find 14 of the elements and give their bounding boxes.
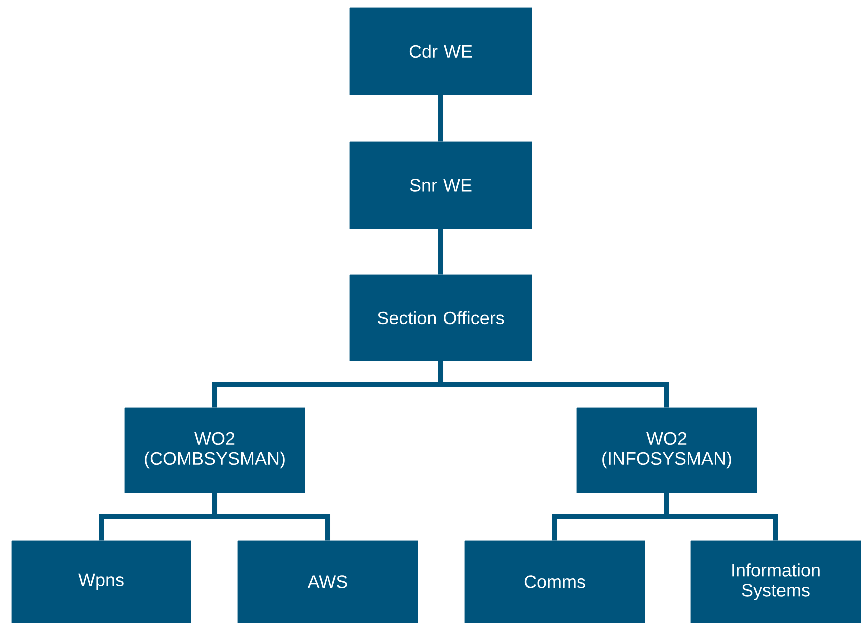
connector-line <box>664 493 778 541</box>
connector-line <box>438 95 444 142</box>
connector-line <box>438 361 670 408</box>
org-box: Wpns <box>12 540 192 623</box>
org-box: Snr WE <box>350 142 532 230</box>
org-box: Cdr WE <box>350 8 532 96</box>
org-box: AWS <box>238 540 418 623</box>
org-box: WO2 (COMBSYSMAN) <box>124 408 306 494</box>
connector-line <box>438 229 444 275</box>
org-box: Information Systems <box>690 540 861 623</box>
org-box: Section Officers <box>350 274 532 362</box>
connector-line <box>212 493 330 541</box>
org-box: Comms <box>464 540 646 623</box>
org-box: WO2 (INFOSYSMAN) <box>576 408 758 494</box>
